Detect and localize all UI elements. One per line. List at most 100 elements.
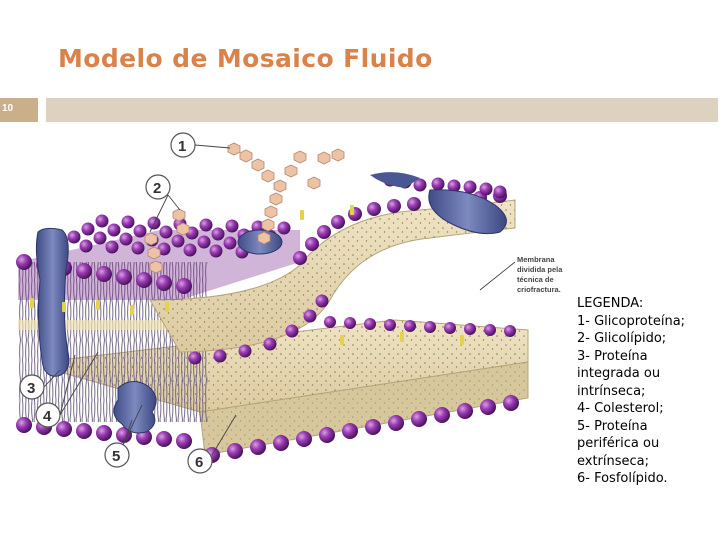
svg-text:técnica de: técnica de [517,275,554,284]
phospholipid-head [457,403,473,419]
phospholipid-head [176,433,192,449]
leader-lines [43,144,516,456]
page-number-box [0,98,38,122]
phospholipid-head [121,215,135,229]
phospholipid-head [365,419,381,435]
marker-3: 3 [19,374,45,400]
phospholipid-head [404,320,416,332]
phospholipid-head [480,399,496,415]
glycoprotein-chains [227,142,345,245]
svg-text:2: 2 [153,180,161,197]
phospholipid-head [95,214,109,228]
phospholipid-head [67,230,81,244]
legend-item: 6- Fosfolípido. [577,471,668,486]
phospholipid-head [504,325,516,337]
phospholipid-head [364,318,376,330]
legend-item: 3- Proteína [577,348,648,364]
phospholipid-head [319,427,335,443]
phospholipid-head [136,272,152,288]
svg-text:criofractura.: criofractura. [517,285,561,294]
phospholipid-head [79,239,93,253]
phospholipid-head [188,351,202,365]
legend-item: periférica ou [577,436,660,451]
phospholipid-head [211,227,225,241]
phospholipid-head [133,224,147,238]
phospholipid-head [250,439,266,455]
phospholipid-head [296,431,312,447]
legend-item: 1- Glicoproteína; [577,313,686,329]
svg-text:6: 6 [195,454,203,471]
phospholipid-head [76,423,92,439]
phospholipid-head [411,411,427,427]
phospholipid-head [388,415,404,431]
phospholipid-head [305,237,319,251]
phospholipid-head [238,344,252,358]
phospholipid-head [367,202,381,216]
svg-text:Membrana: Membrana [517,255,555,264]
marker-5: 5 [104,442,130,468]
phospholipid-head [493,185,507,199]
phospholipid-head [407,197,421,211]
legend: LEGENDA: 1- Glicoproteína; 2- Glicolípid… [577,295,725,488]
legend-item: extrínseca; [577,453,650,469]
phospholipid-head [56,421,72,437]
phospholipid-head [444,322,456,334]
phospholipid-head [96,266,112,282]
phospholipid-head [293,251,307,265]
legend-item: integrada ou [577,366,661,381]
phospholipid-head [159,225,173,239]
header-bar [46,98,718,122]
phospholipid-head [223,236,237,250]
phospholipid-head [464,323,476,335]
phospholipid-head [81,222,95,236]
upper-right-protein [428,189,507,235]
glycolipid-chain [144,208,190,274]
phospholipid-head [285,324,299,338]
phospholipid-head [199,218,213,232]
phospholipid-head [16,254,32,270]
phospholipid-head [424,321,436,333]
phospholipid-head [96,425,112,441]
membrane-diagram: 1 2 3 4 5 6 Membrana dividida pela técni… [16,132,563,474]
phospholipid-head [105,240,119,254]
legend-item: 4- Colesterol; [577,401,664,416]
phospholipid-head [303,309,317,323]
svg-text:5: 5 [112,448,120,465]
phospholipid-head [463,180,477,194]
phospholipid-head [344,317,356,329]
phospholipid-head [447,179,461,193]
phospholipid-head [197,235,211,249]
phospholipid-head [331,215,345,229]
svg-text:1: 1 [178,138,186,155]
phospholipid-head [484,324,496,336]
phospholipid-head [503,395,519,411]
legend-item: 2- Glicolípido; [577,331,667,346]
phospholipid-head [76,263,92,279]
phospholipid-head [93,231,107,245]
phospholipid-head [209,244,223,258]
phospholipid-head [225,219,239,233]
slide-title: Modelo de Mosaico Fluido [58,44,433,73]
integral-protein [35,227,70,377]
phospholipid-head [227,443,243,459]
curved-upper-leaflet [149,199,516,353]
phospholipid-head [273,435,289,451]
phospholipid-head [171,234,185,248]
phospholipid-head [479,182,493,196]
legend-heading: LEGENDA: [577,296,644,311]
marker-1: 1 [170,132,196,158]
peripheral-protein [113,381,157,434]
phospholipid-head [317,225,331,239]
phospholipid-head [131,241,145,255]
phospholipid-head [107,223,121,237]
phospholipid-head [156,275,172,291]
phospholipid-head [263,337,277,351]
page-number: 10 [2,103,14,114]
phospholipid-head [119,232,133,246]
marker-4: 4 [35,402,61,428]
phospholipid-head [16,417,32,433]
cholesterol-marks [30,205,464,345]
marker-2: 2 [145,174,171,200]
phospholipid-head [324,316,336,328]
phospholipid-head [315,294,329,308]
